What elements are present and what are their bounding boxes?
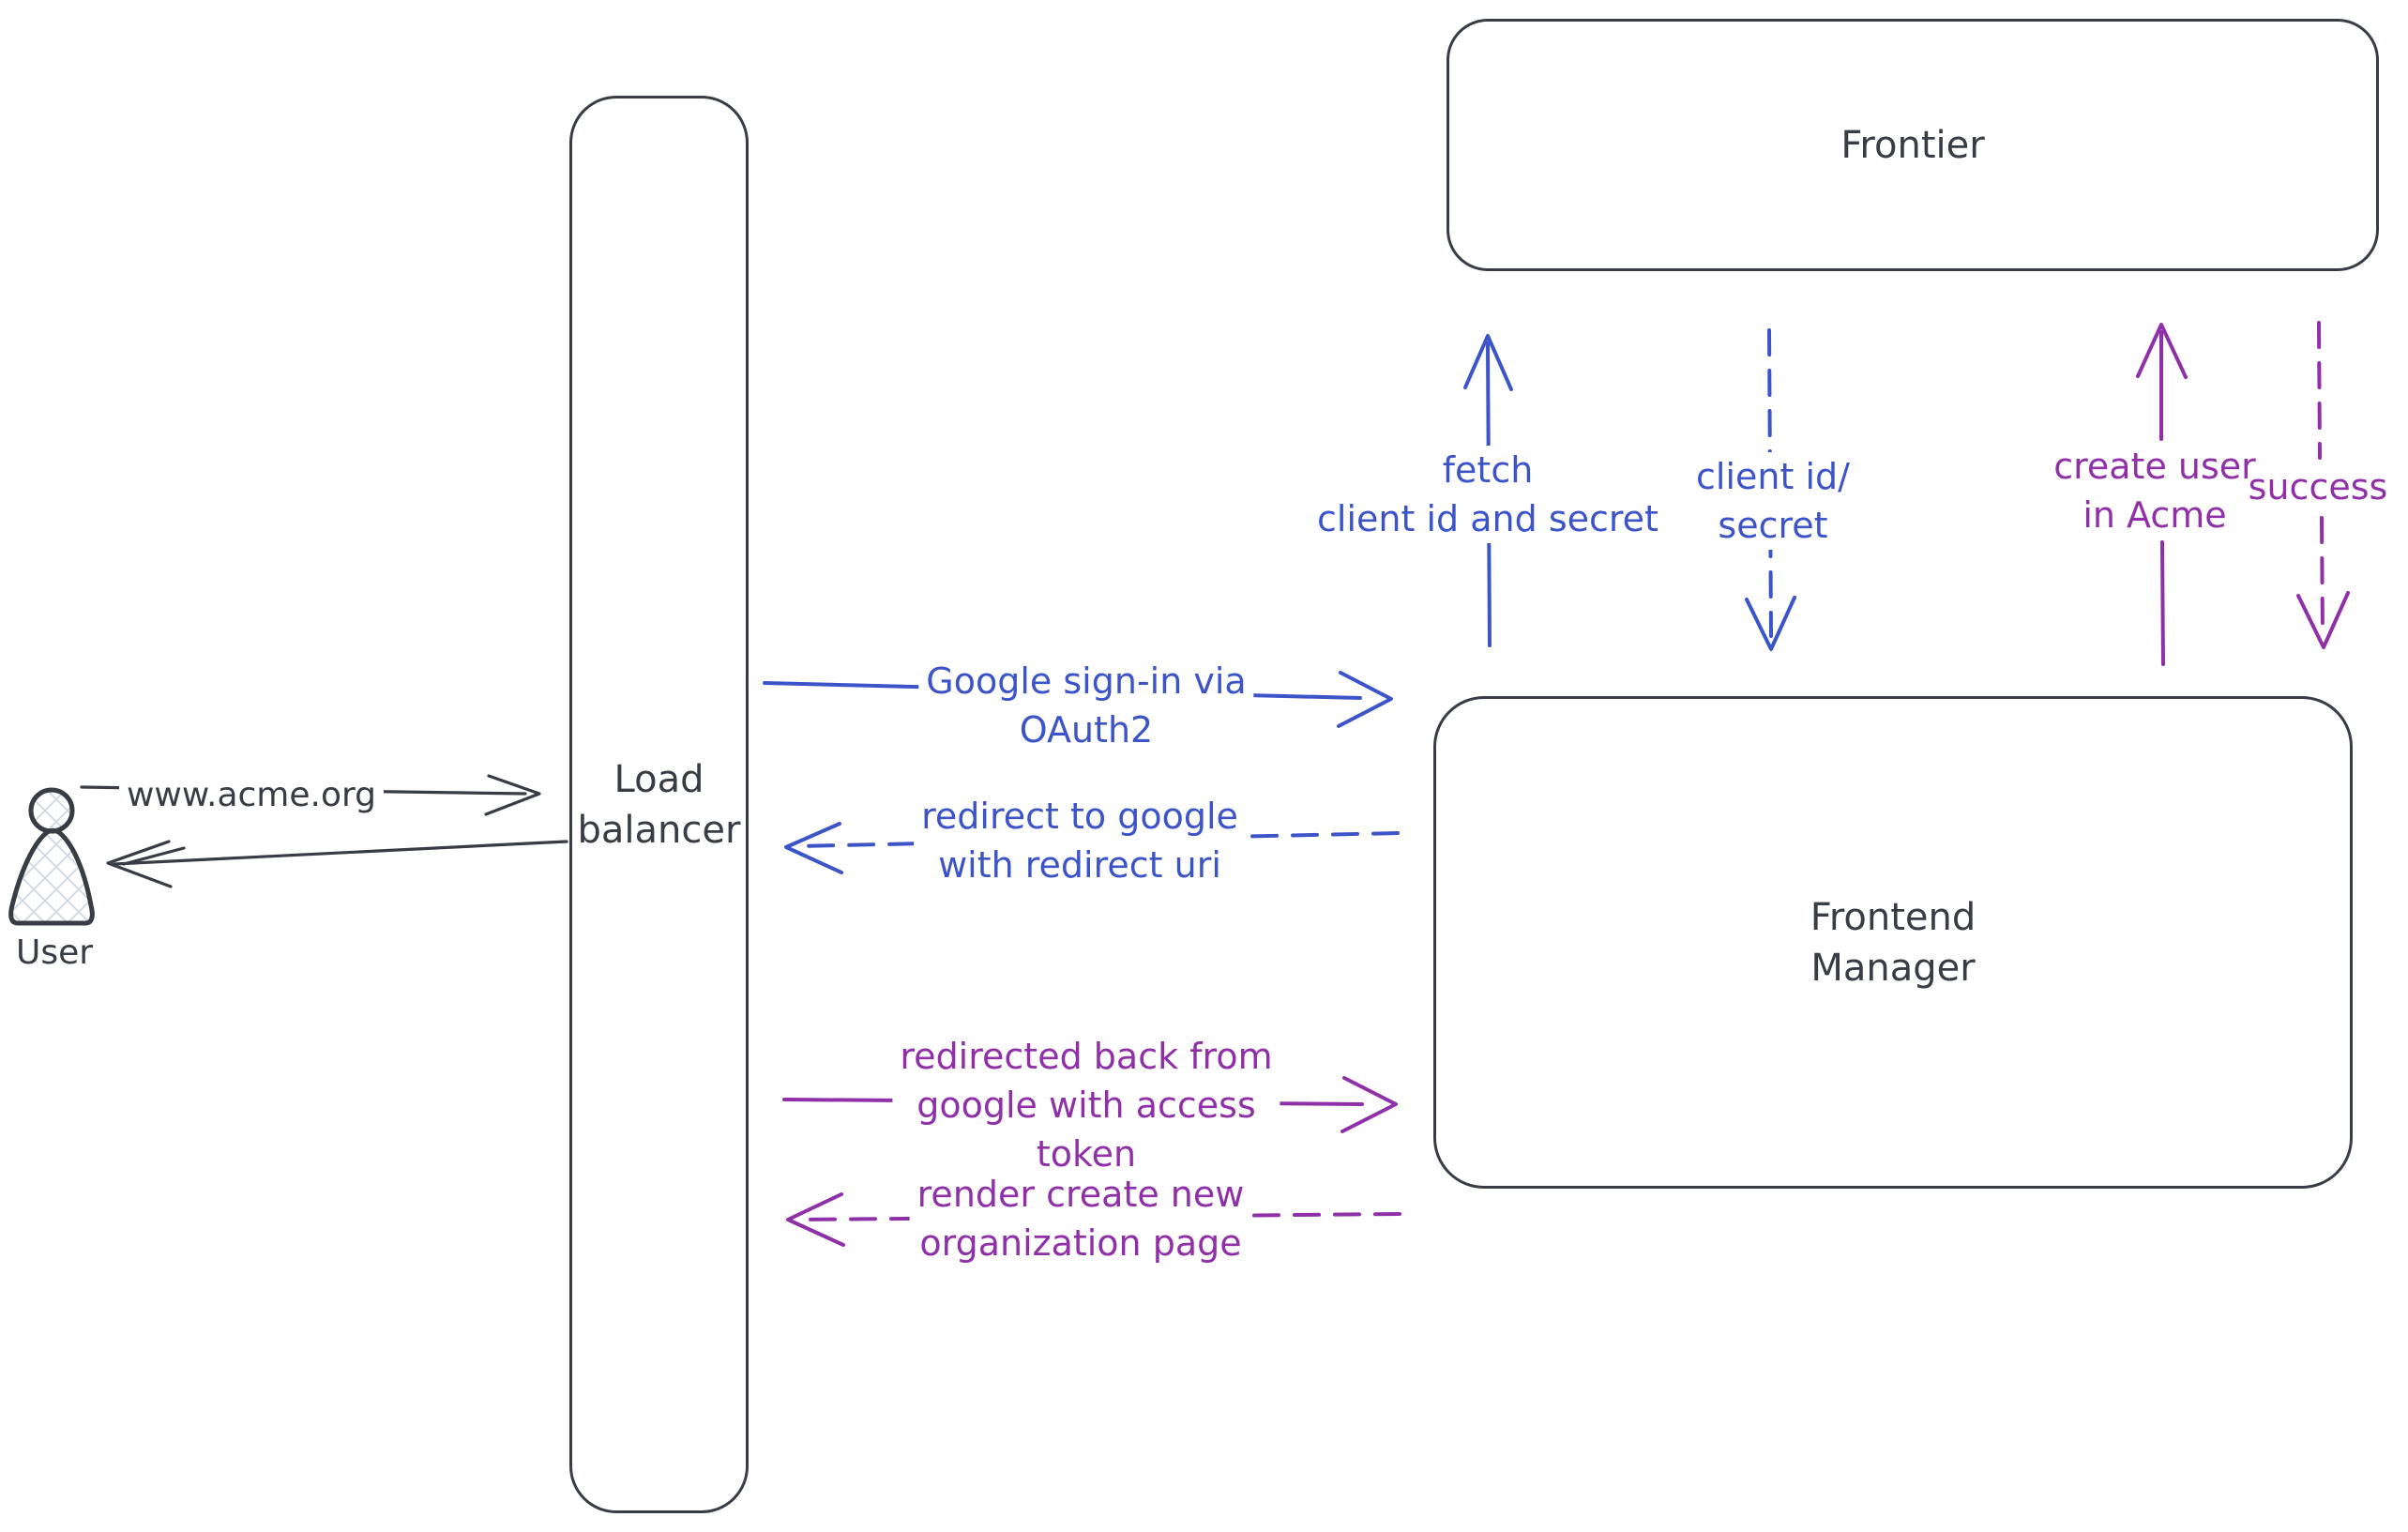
user-figure — [8, 787, 95, 926]
label-redirect-google: redirect to google with redirect uri — [914, 792, 1246, 889]
arrow-client-creds — [1745, 328, 1796, 651]
label-google-signin: Google sign-in via OAuth2 — [918, 657, 1254, 754]
label-line: with redirect uri — [938, 844, 1221, 886]
label-line: OAuth2 — [1019, 709, 1154, 751]
label-line: secret — [1718, 505, 1828, 546]
label-fetch-creds: fetch client id and secret — [1310, 446, 1666, 543]
label-create-user: create user in Acme — [2053, 442, 2256, 539]
label-line: Google sign-in via — [926, 660, 1247, 702]
arrow-www-response — [106, 840, 568, 888]
user-body — [8, 827, 95, 926]
label-line: fetch — [1442, 449, 1534, 491]
frontend-manager-label: Frontend — [1810, 895, 1976, 939]
label-render-org: render create new organization page — [909, 1170, 1252, 1267]
frontend-manager-label: Manager — [1810, 946, 1976, 990]
label-line: create user — [2053, 446, 2256, 487]
label-line: in Acme — [2082, 494, 2227, 536]
user-head — [28, 787, 75, 834]
label-line: render create new — [916, 1174, 1245, 1215]
label-success: success — [2248, 466, 2388, 508]
load-balancer-label: Load — [613, 757, 704, 801]
user-label: User — [15, 933, 94, 972]
arrow-create-user — [2136, 323, 2188, 666]
label-line: google with access — [916, 1085, 1256, 1126]
label-line: redirected back from — [900, 1036, 1273, 1077]
label-line: client id/ — [1696, 456, 1850, 497]
label-line: client id and secret — [1317, 498, 1658, 539]
load-balancer-label: balancer — [577, 808, 741, 852]
label-line: organization page — [919, 1222, 1242, 1264]
label-redirected-back: redirected back from google with access … — [892, 1032, 1280, 1178]
node-frontier: Frontier — [1446, 19, 2379, 271]
label-line: redirect to google — [921, 796, 1238, 837]
label-www-request: www.acme.org — [118, 771, 385, 820]
node-frontend-manager: Frontend Manager — [1433, 696, 2353, 1189]
label-client-creds: client id/ secret — [1689, 452, 1857, 550]
frontier-label: Frontier — [1840, 123, 1985, 167]
arrow-success — [2296, 321, 2350, 649]
node-load-balancer: Load balancer — [569, 96, 749, 1513]
label-line: token — [1036, 1133, 1137, 1175]
